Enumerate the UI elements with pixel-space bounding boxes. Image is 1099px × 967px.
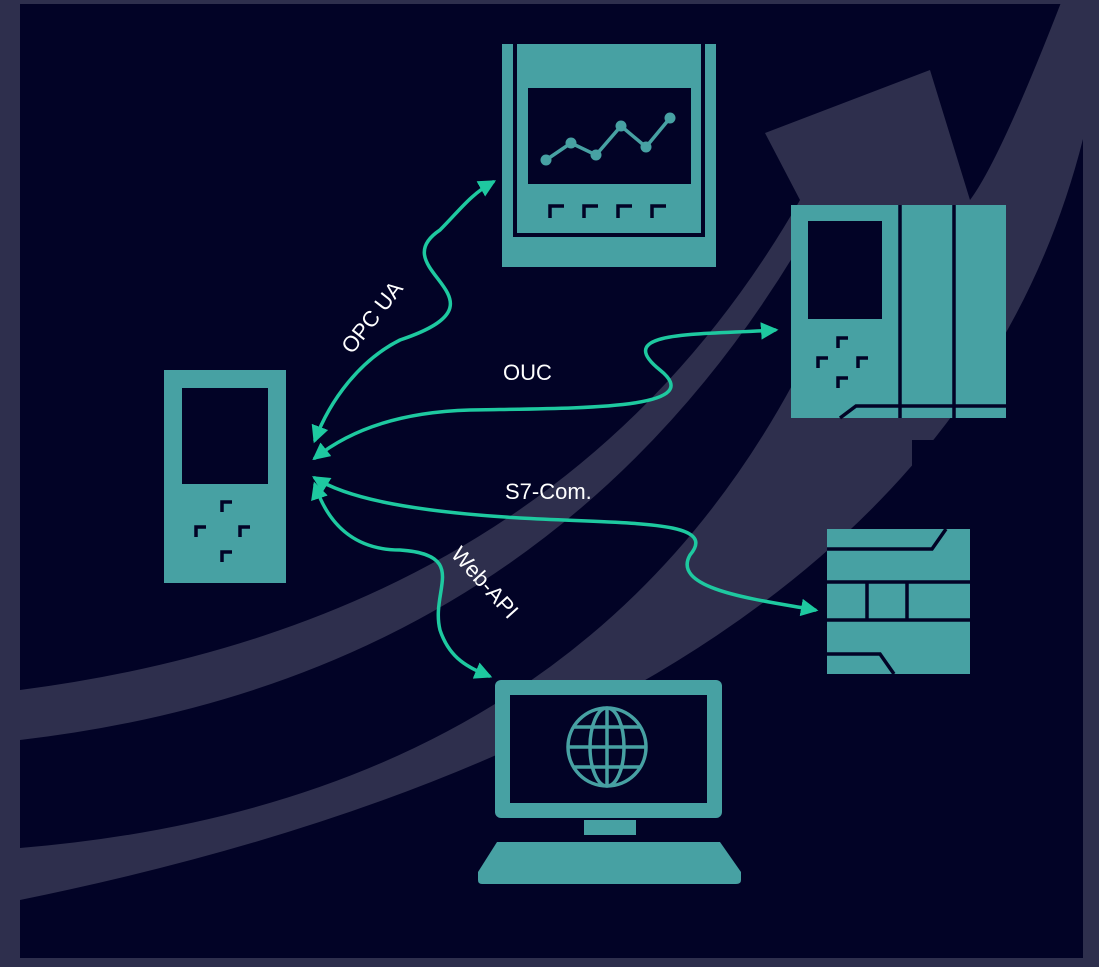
io-module-icon bbox=[827, 527, 970, 676]
hmi-panel-icon bbox=[502, 44, 716, 267]
web-api-link bbox=[311, 481, 493, 679]
ouc-link bbox=[312, 322, 779, 461]
s7-label: S7-Com. bbox=[505, 479, 592, 504]
laptop-web-icon bbox=[478, 680, 741, 884]
plc-rack-icon bbox=[791, 205, 1006, 420]
controller-icon bbox=[164, 370, 286, 583]
ouc-label: OUC bbox=[503, 360, 552, 385]
